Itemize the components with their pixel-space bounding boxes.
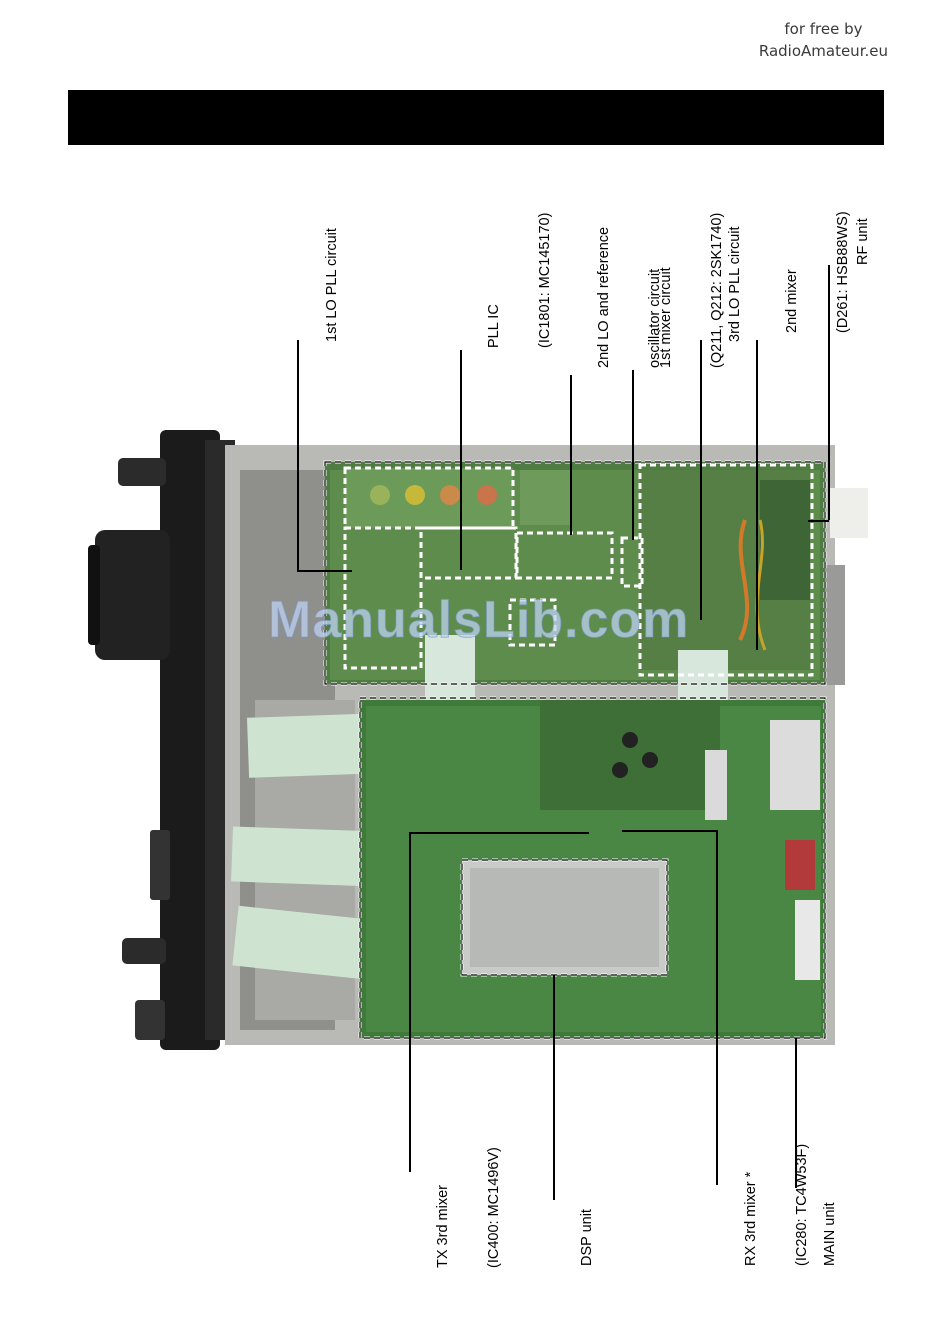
manualslib-watermark: ManualsLib.com — [267, 591, 690, 650]
label-rf-unit: RF unit — [855, 218, 871, 265]
leader-line — [632, 370, 634, 540]
leader-line — [297, 570, 352, 572]
leader-line — [622, 830, 717, 832]
leader-line — [716, 830, 718, 1185]
leader-line — [553, 975, 555, 1200]
label-main-unit: MAIN unit — [822, 1202, 838, 1266]
main-dial-knob — [95, 530, 170, 660]
source-watermark: for free by RadioAmateur.eu — [759, 18, 888, 62]
connector — [830, 488, 868, 538]
leader-line — [808, 520, 829, 522]
leader-line — [756, 340, 758, 650]
label-dsp-unit: DSP unit — [579, 1209, 595, 1266]
knob — [118, 458, 166, 486]
label-pll-ic: PLL IC (IC1801: MC145170) — [486, 212, 553, 348]
leader-line — [297, 340, 299, 570]
leader-line — [828, 265, 830, 520]
label-tx-3rd-mixer: TX 3rd mixer (IC400: MC1496V) — [435, 1147, 502, 1268]
section-header-bar — [68, 90, 884, 145]
label-1st-lo-pll-circuit: 1st LO PLL circuit — [324, 228, 340, 342]
connector — [135, 1000, 165, 1040]
leader-line — [409, 832, 589, 834]
watermark-line-1: for free by — [784, 20, 863, 38]
leader-line — [460, 350, 462, 570]
leader-line — [795, 1038, 797, 1188]
watermark-line-2: RadioAmateur.eu — [758, 42, 888, 60]
knob — [122, 938, 166, 964]
leader-line — [570, 375, 572, 535]
leader-line — [409, 832, 411, 1172]
leader-line — [700, 340, 702, 620]
